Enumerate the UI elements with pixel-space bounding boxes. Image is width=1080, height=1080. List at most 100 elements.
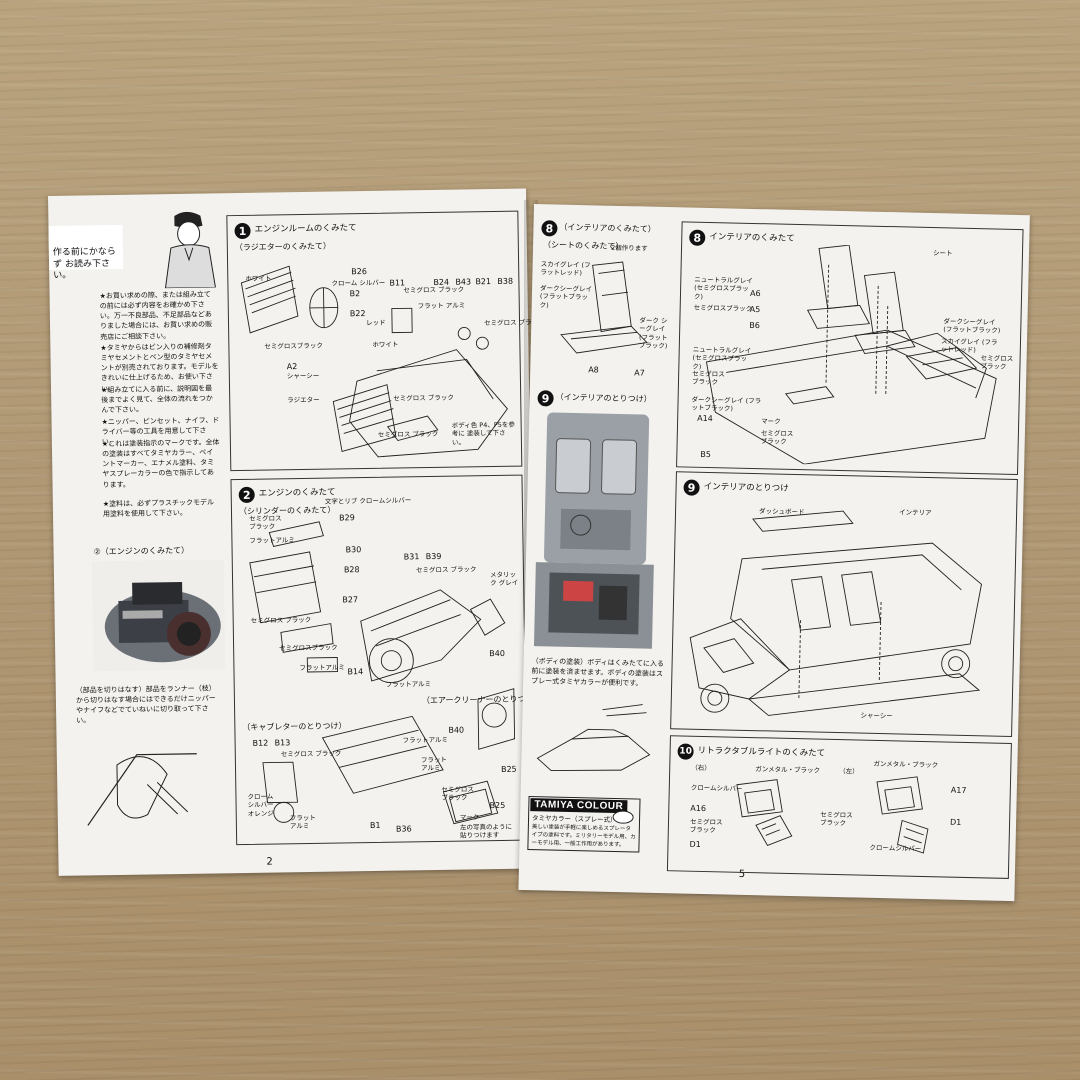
- part-label: シャーシー: [286, 371, 320, 381]
- part-label: A6: [749, 288, 761, 299]
- seat-diagram: [560, 261, 648, 354]
- part-label: （左）: [839, 767, 859, 776]
- part-label: ホワイト: [245, 274, 272, 283]
- part-label: ボディ色 P4、P5を参考に 塗装して下さい。: [451, 420, 515, 447]
- page-number-left: 2: [266, 856, 273, 868]
- part-label: B21: [475, 277, 492, 287]
- part-label: クローム シルバー: [331, 278, 386, 288]
- part-label: B39: [425, 551, 442, 562]
- part-label: ダークシーグレイ (フラットブラック): [943, 317, 1001, 336]
- part-label: B6: [749, 320, 760, 331]
- notice-paragraph: ★組み立てに入る前に、説明図を最後までよく見て、全体の流れをつかんで下さい。: [100, 384, 213, 415]
- part-label: インテリア: [899, 508, 932, 518]
- part-label: スカイグレイ (フラットレッド): [540, 260, 591, 278]
- part-label: フラットアルミ: [402, 735, 449, 745]
- part-label: B12: [252, 738, 269, 748]
- part-label: B14: [347, 667, 364, 677]
- part-label: セミグロス ブラック: [689, 817, 723, 835]
- part-label: （右）: [691, 763, 711, 773]
- part-label: B2: [349, 289, 361, 299]
- part-label: セミグロスブラック: [279, 643, 338, 653]
- step1-radiator-diagram: [240, 265, 508, 458]
- part-label: レッド: [365, 318, 386, 328]
- part-label: セミグロス ブラック: [250, 615, 312, 625]
- notice-heading: 作る前にかならず お読み下さい。: [52, 246, 116, 282]
- part-label: フラット アルミ: [420, 755, 447, 773]
- part-label: ガンメタル・ブラック: [873, 759, 939, 770]
- part-label: ニュートラルグレイ (セミグロスブラック): [693, 275, 753, 301]
- part-label: フラットアルミ: [299, 663, 345, 673]
- part-label: B27: [342, 595, 359, 605]
- body-spray-illustration: [536, 704, 651, 771]
- step1-title: エンジンルームのくみたて: [254, 223, 357, 235]
- part-label: B31: [403, 552, 420, 562]
- part-label: B24: [433, 277, 450, 287]
- notice-paragraph: ★これは塗装指示のマークです。全体の塗装はすべてタミヤカラー、ペイントマーカー、…: [101, 438, 220, 489]
- step9b-title: インテリアのとりつけ: [703, 481, 789, 494]
- part-label: メタリック グレイ: [489, 570, 519, 588]
- part-label: クロームシルバー: [869, 843, 922, 853]
- body-paint-note: （ボディの塗装）ボディはくみたてに入る前に塗装を済ませます。ボディの塗装はスプレ…: [531, 657, 664, 688]
- part-label: A8: [588, 365, 599, 375]
- cutting-note: （部品を切りはなす）部品をランナー（枝）から切りはなす場合にはできるだけニッパー…: [75, 684, 216, 726]
- part-label: B25: [500, 764, 517, 774]
- part-label: シート: [932, 249, 953, 258]
- part-label: セミグロスブラック: [693, 303, 753, 313]
- tamiya-colour-body: 美しい塗装が手軽に楽しめるスプレータイプの塗料です。ミリタリーモデル用、カーモデ…: [531, 824, 636, 849]
- part-label: フラット アルミ: [289, 813, 316, 831]
- part-label: B26: [351, 267, 367, 277]
- part-label: A17: [950, 785, 967, 795]
- step9a-title: （インテリアのとりつけ）: [555, 392, 652, 404]
- part-label: ダークシーグレイ (フラットブラック): [539, 284, 593, 310]
- part-label: A14: [697, 413, 713, 424]
- part-label: A16: [690, 803, 707, 814]
- part-label: ダーク シーグレイ (フラット ブラック): [638, 316, 668, 351]
- step9a-number: 9: [537, 390, 554, 407]
- part-label: B25: [489, 800, 506, 811]
- part-label: セミグロス ブラック: [377, 429, 439, 439]
- part-label: A2: [286, 362, 298, 372]
- part-label: ホワイト: [372, 340, 399, 349]
- part-label: B1: [369, 820, 381, 831]
- part-label: フラットアルミ: [249, 536, 295, 545]
- part-label: B29: [339, 513, 355, 523]
- part-label: セミグロス ブラック: [760, 429, 794, 447]
- manual-page-left: 作る前にかならず お読み下さい。 ★お買い求めの際、または組み立ての前には必ず内…: [48, 188, 545, 876]
- part-label: B28: [343, 565, 360, 575]
- part-label: セミグロス ブラック: [280, 749, 342, 759]
- part-label: クロームシルバー: [690, 783, 743, 793]
- part-label: B5: [700, 449, 712, 460]
- notice-paragraph: ★お買い求めの際、または組み立ての前には必ず内容をお確かめ下さい。万一不良部品、…: [99, 290, 213, 341]
- part-label: B40: [489, 648, 505, 659]
- part-label: D1: [689, 839, 701, 849]
- part-label: クローム シルバー オレンジ: [247, 792, 274, 818]
- part-label: フラット アルミ: [417, 301, 466, 311]
- part-label: スカイグレイ (フラットレッド): [940, 337, 998, 355]
- mechanic-illustration: [164, 211, 217, 289]
- part-label: ガンメタル・ブラック: [755, 765, 821, 775]
- step8a-number: 8: [541, 220, 558, 237]
- part-label: ニュートラルグレイ (セミグロスブラック): [692, 345, 752, 371]
- part-label: B36: [395, 824, 412, 834]
- part-label: シャーシー: [860, 711, 893, 721]
- part-label: マーク: [761, 417, 781, 426]
- part-label: B22: [349, 309, 366, 319]
- part-label: ダッシュボード: [758, 507, 805, 517]
- part-label: セミグロス ブラック: [691, 369, 725, 387]
- part-label: セミグロス ブラック: [980, 354, 1014, 372]
- part-label: セミグロス ブラック: [415, 565, 477, 575]
- step8a-title: （インテリアのくみたて）: [559, 222, 656, 234]
- engine-photo-caption: ②（エンジンのくみたて）: [93, 545, 190, 557]
- part-label: A7: [634, 368, 645, 378]
- interior-photo: [533, 412, 654, 649]
- part-label: セミグロス ブラック: [819, 810, 853, 828]
- part-label: B13: [274, 738, 291, 748]
- part-label: B38: [497, 276, 514, 286]
- part-label: セミグロス ブラック: [393, 393, 454, 403]
- part-label: セミグロス ブラック: [249, 514, 282, 532]
- step2-engine-diagram: [249, 521, 516, 825]
- step8a-note: 2個作ります: [610, 243, 648, 253]
- part-label: ラジエター: [287, 395, 320, 405]
- cutting-illustration: [87, 753, 197, 826]
- part-label: セミグロス ブラック: [441, 785, 474, 803]
